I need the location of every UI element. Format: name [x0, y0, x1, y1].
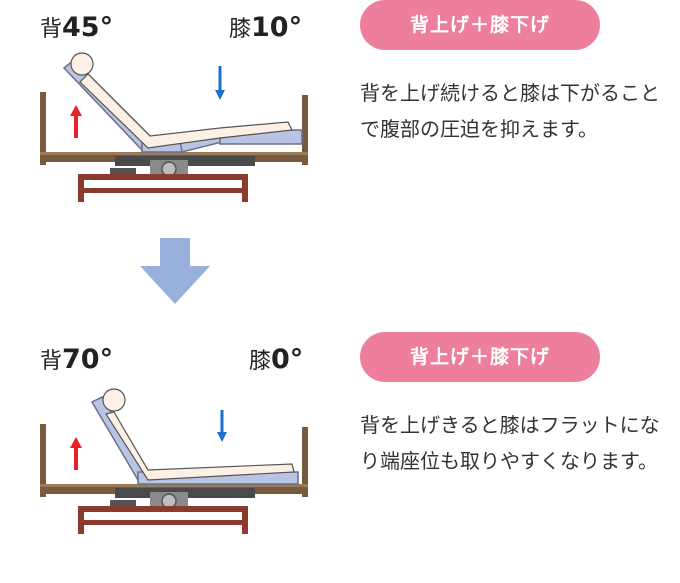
back-angle-label: 背70°	[40, 344, 114, 375]
bed-illustration	[40, 388, 308, 534]
bed-illustration	[40, 52, 308, 202]
knee-angle-label: 膝0°	[249, 344, 304, 375]
mode-badge: 背上げ＋膝下げ	[360, 0, 600, 50]
down-arrow-icon	[215, 90, 225, 100]
up-arrow-icon	[70, 105, 82, 116]
state-panel-2: 背70° 膝0° 背上げ＋膝下げ 背を上げきると膝はフラットになり端座位も取りや…	[0, 332, 680, 562]
down-arrow-icon	[217, 432, 227, 442]
down-arrow-icon	[140, 238, 210, 304]
up-arrow-icon	[70, 437, 82, 448]
state-description: 背を上げきると膝はフラットになり端座位も取りやすくなります。	[360, 413, 660, 473]
back-angle-label: 背45°	[40, 12, 114, 43]
state-description: 背を上げ続けると膝は下がることで腹部の圧迫を抑えます。	[360, 81, 660, 141]
mode-badge: 背上げ＋膝下げ	[360, 332, 600, 382]
state-panel-1: 背45° 膝10° 背上げ＋膝下げ 背を上	[0, 0, 680, 230]
knee-angle-label: 膝10°	[229, 12, 303, 43]
